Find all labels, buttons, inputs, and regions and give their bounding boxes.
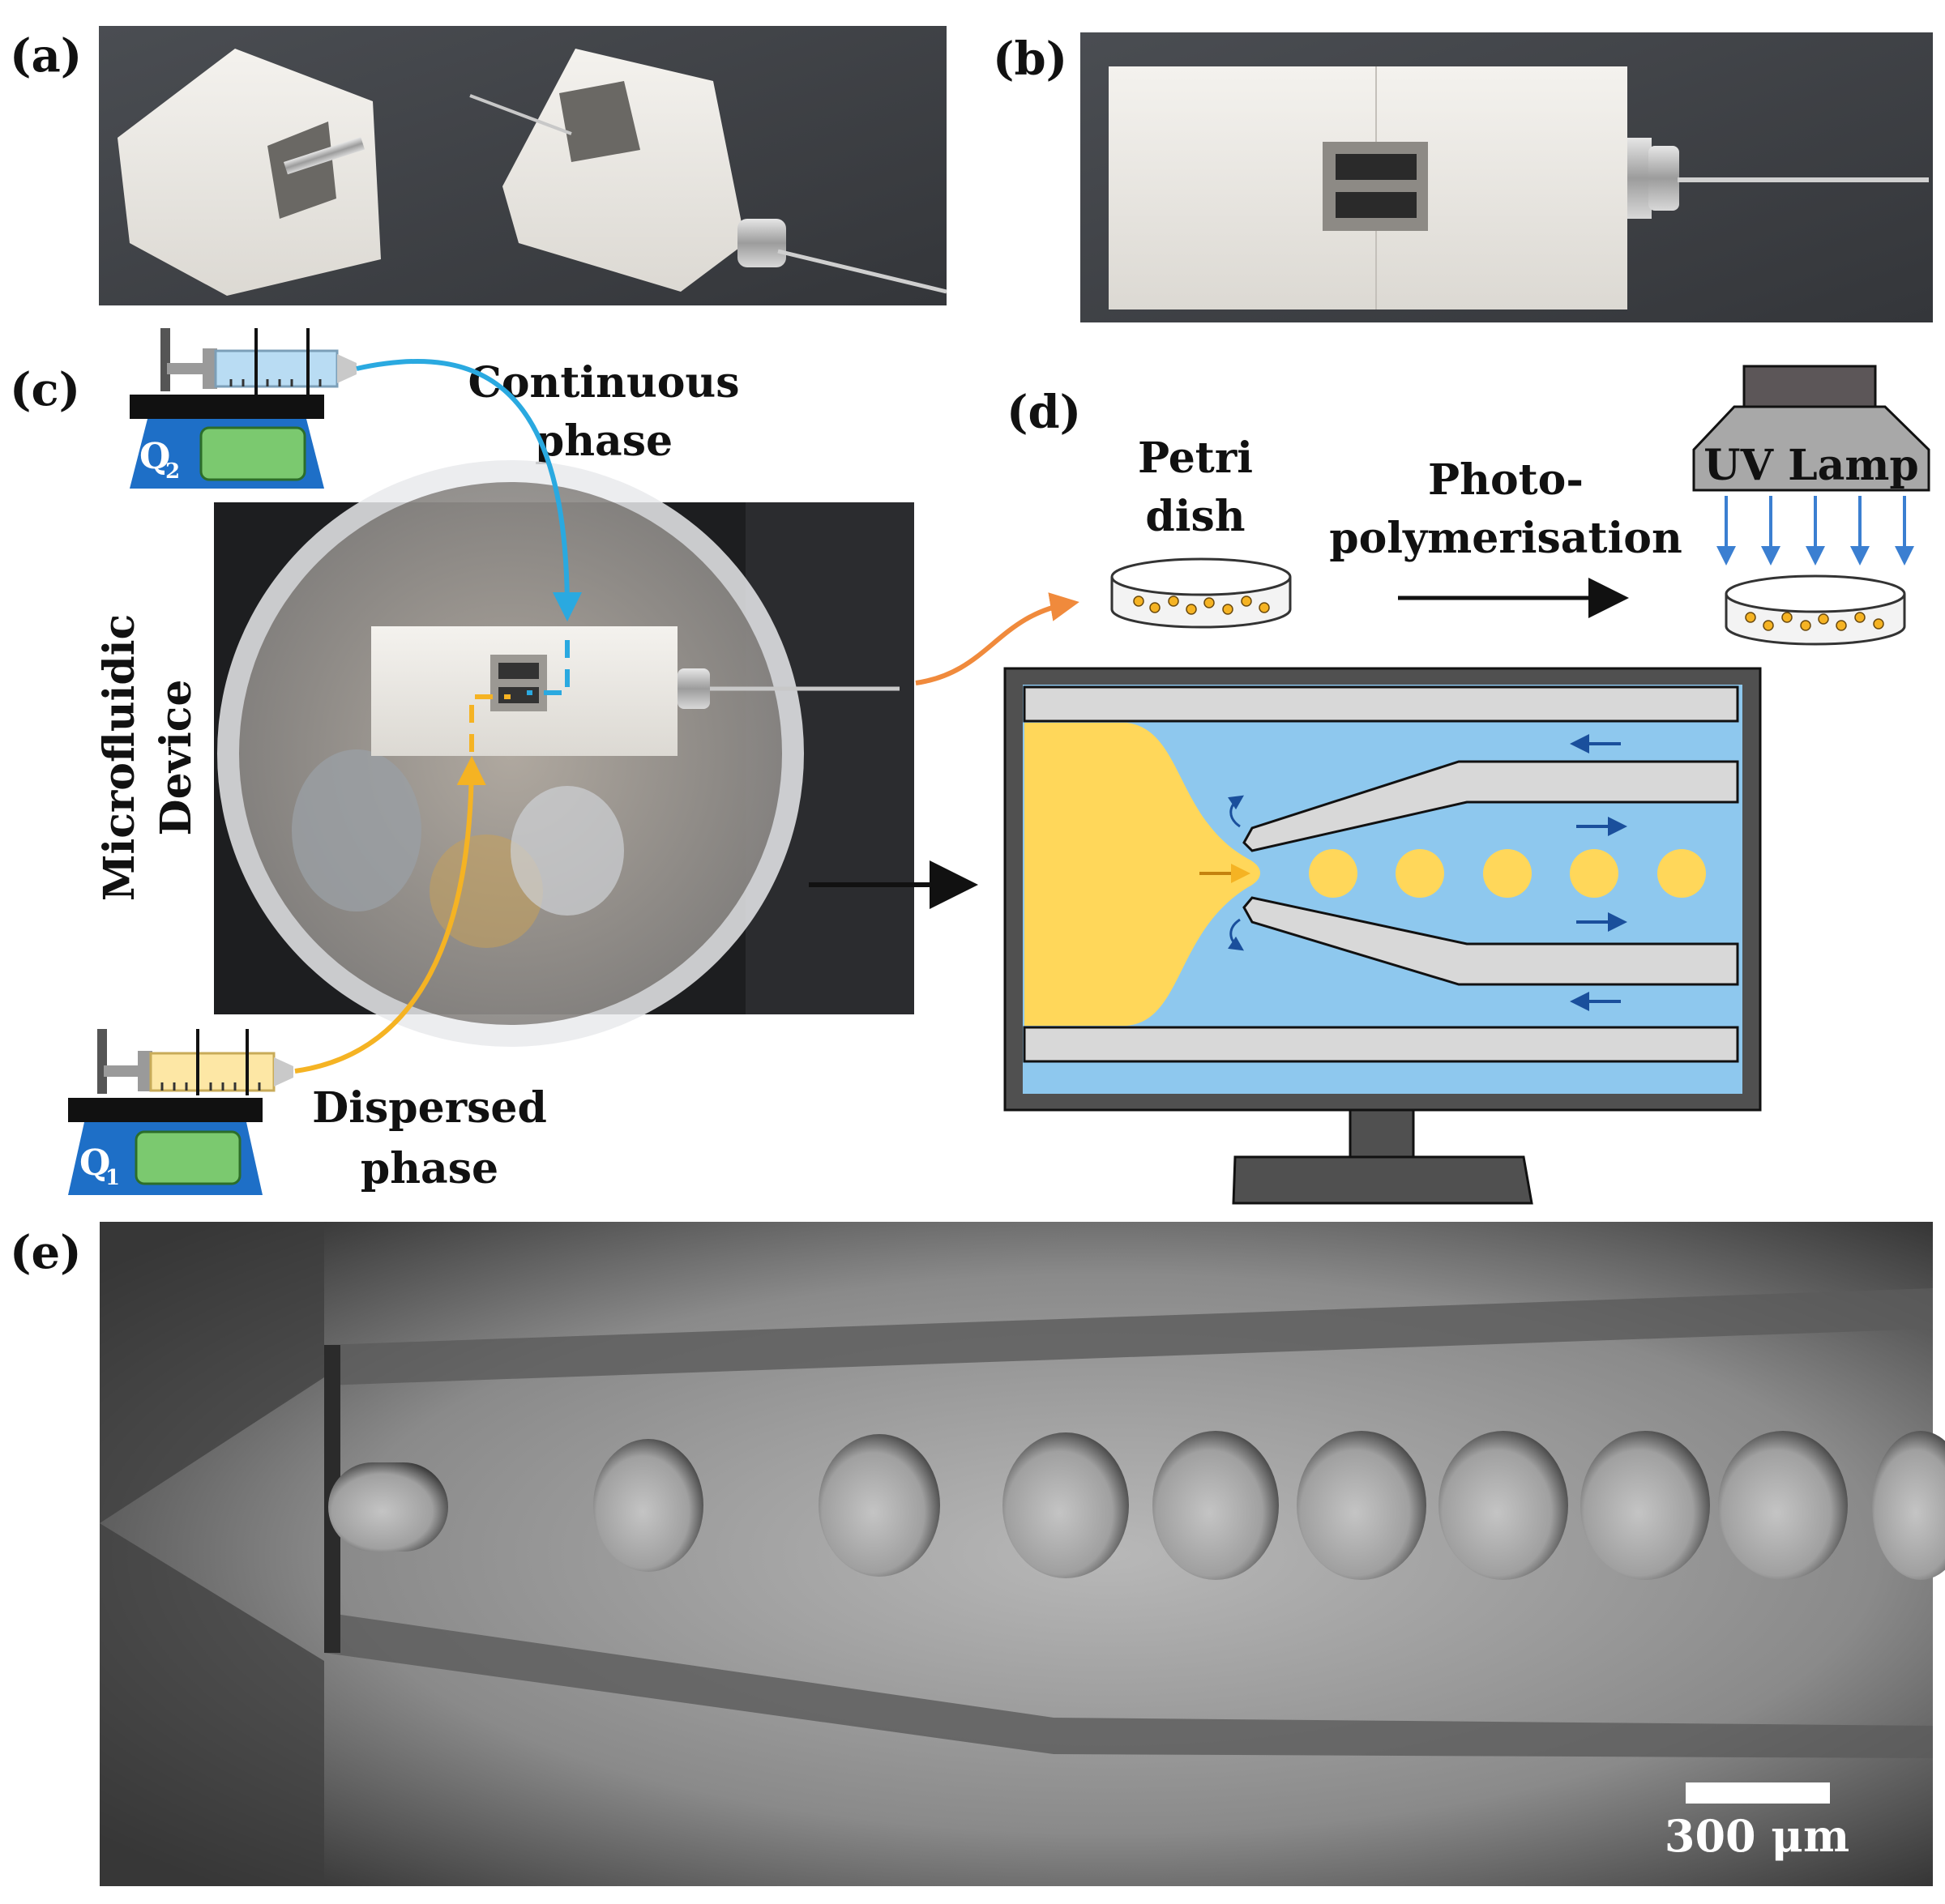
syringe-pump-q1: Q 1 <box>68 1029 293 1195</box>
dispersed-phase-label-2: phase <box>361 1144 498 1193</box>
photo-a <box>99 26 947 305</box>
q1-subscript: 1 <box>105 1166 120 1190</box>
monitor <box>1003 667 1762 1205</box>
scale-bar <box>1686 1782 1830 1804</box>
syringe-pump-q2: Q 2 <box>130 328 357 489</box>
petri-dish-label-1: Petri <box>1138 433 1253 483</box>
scale-bar-label: 300 μm <box>1665 1810 1849 1862</box>
photopolymerisation-label-2: polymerisation <box>1329 514 1682 563</box>
uv-lamp <box>1692 365 1930 492</box>
continuous-path-dashed <box>527 640 570 695</box>
dispersed-phase-arrow <box>294 756 486 1074</box>
panel-label-b: (b) <box>993 32 1067 86</box>
uv-rays <box>1716 496 1914 566</box>
petri-dish-label-2: dish <box>1145 492 1245 541</box>
panel-label-c: (c) <box>10 363 80 416</box>
dispersed-phase-label-1: Dispersed <box>312 1083 547 1133</box>
photo-b <box>1080 32 1933 322</box>
continuous-phase-label-1: Continuous <box>468 358 739 408</box>
photopolymerisation-label-1: Photo- <box>1428 455 1584 505</box>
microfluidic-label-1: Microfluidic <box>95 614 144 901</box>
panel-label-e: (e) <box>10 1226 82 1279</box>
q2-subscript: 2 <box>165 459 180 484</box>
pump-display-q2 <box>199 426 306 481</box>
panel-label-a: (a) <box>10 29 82 83</box>
continuous-phase-arrow <box>356 358 582 621</box>
petri-dish-1 <box>1110 557 1292 629</box>
photo-c <box>214 460 914 1047</box>
output-to-petri-arrow <box>915 592 1079 685</box>
micrograph-e: 300 μm <box>100 1222 1945 1886</box>
panel-label-d: (d) <box>1007 386 1081 439</box>
droplets <box>1309 849 1706 898</box>
petri-dish-2 <box>1725 574 1906 646</box>
microfluidic-label-2: Device <box>152 680 201 836</box>
q1-label: Q <box>79 1142 110 1184</box>
q2-label: Q <box>139 436 170 477</box>
uv-lamp-label: UV Lamp <box>1703 441 1918 490</box>
micrograph-droplets <box>593 1431 1945 1580</box>
pump-display-q1 <box>135 1130 242 1185</box>
dispersed-phase-fluid <box>1024 723 1260 1026</box>
continuous-phase-label-2: phase <box>535 416 673 466</box>
